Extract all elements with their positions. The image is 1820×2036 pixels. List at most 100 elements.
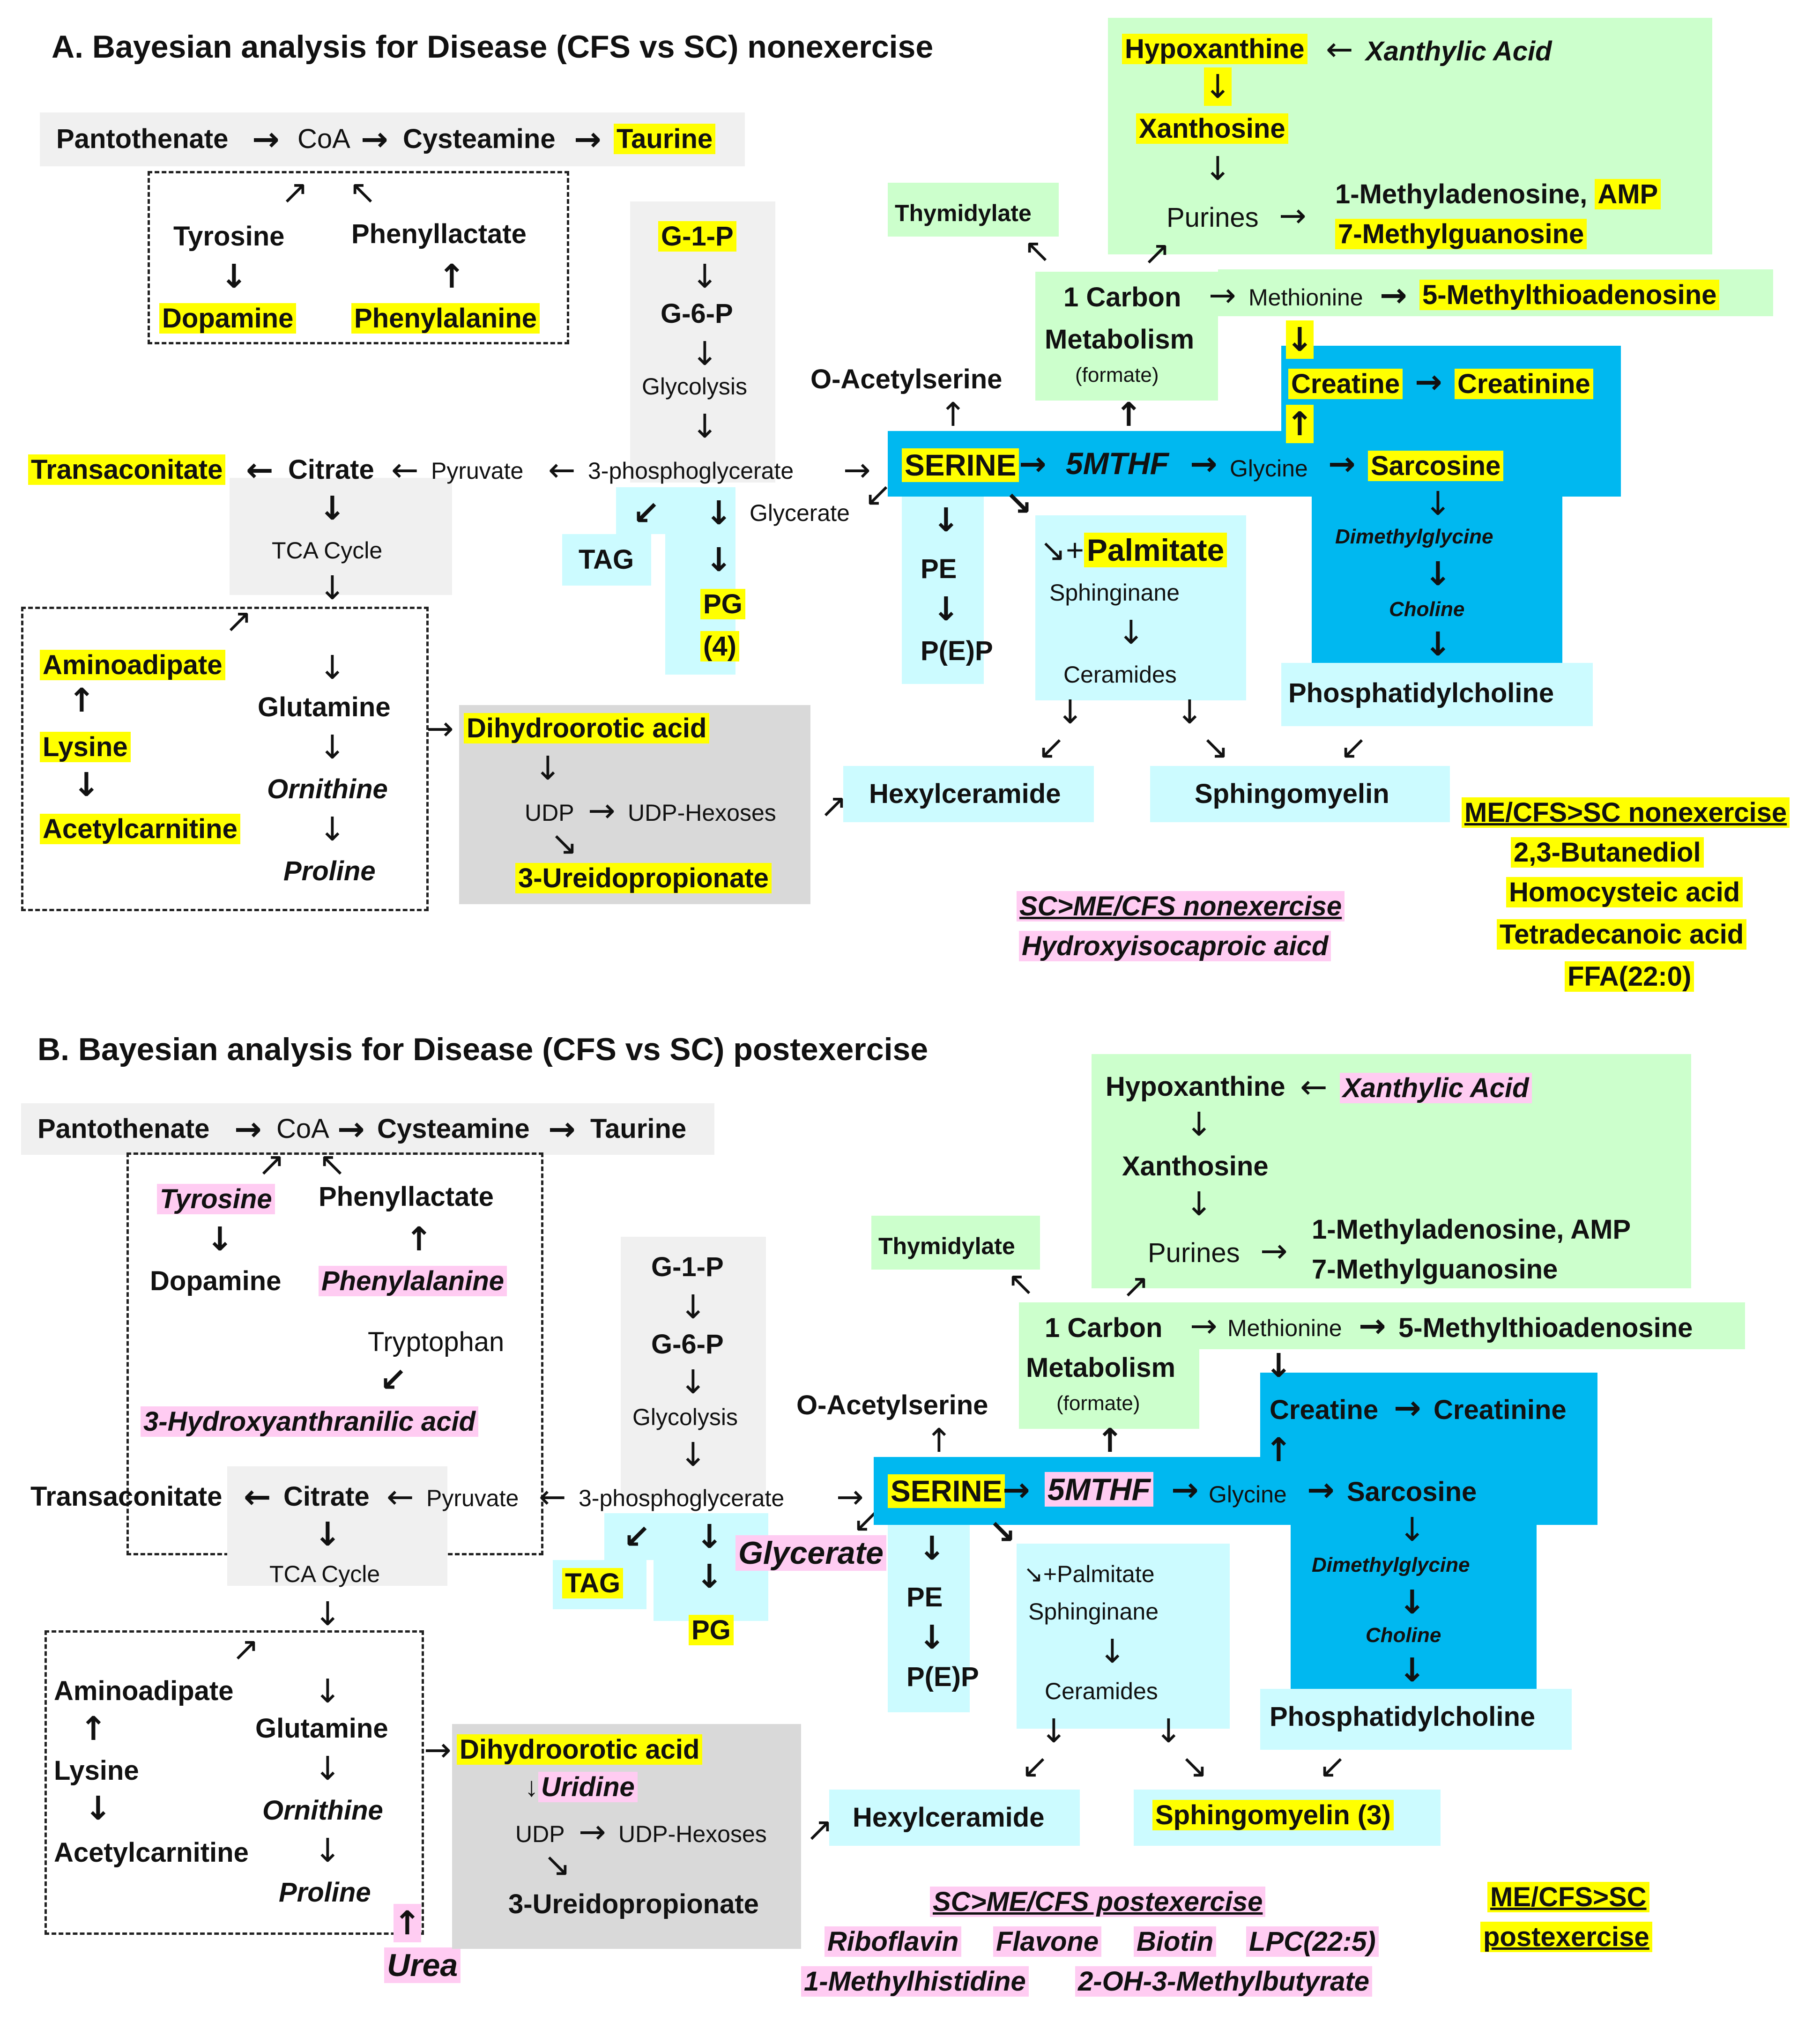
arrow-up-right-icon: ↗ — [232, 1630, 260, 1668]
arrow-down-icon: ↓ — [319, 810, 346, 848]
palmitate: ↘+Palmitate — [1024, 1561, 1155, 1587]
sphingomyelin: Sphingomyelin (3) — [1152, 1799, 1394, 1832]
phenylalanine: Phenylalanine — [319, 1265, 507, 1298]
arrow-right-icon: → — [1394, 1389, 1421, 1427]
hexylceramide: Hexylceramide — [869, 779, 1061, 809]
arrow-right-icon: → — [252, 120, 280, 158]
arrow-down-icon: ↓ — [705, 494, 733, 532]
formate: (formate) — [1056, 1392, 1140, 1415]
udp: UDP — [525, 800, 574, 826]
pantothenate: Pantothenate — [37, 1114, 210, 1144]
glycolysis-box — [621, 1237, 766, 1499]
transaconitate: Transaconitate — [30, 1481, 223, 1512]
citrate: Citrate — [283, 1481, 370, 1512]
arrow-right-icon: → — [836, 1478, 864, 1516]
arrow-right-icon: → — [424, 1731, 452, 1769]
arrow-down-icon: ↓ — [1185, 1185, 1213, 1223]
arrow-down-icon: ↓ — [1424, 555, 1452, 593]
thymidylate: Thymidylate — [895, 200, 1032, 226]
arrow-up-icon: ↑ — [68, 681, 96, 720]
one-carbon-box — [1019, 1302, 1199, 1429]
palmitate: ↘+Palmitate — [1040, 532, 1227, 569]
choline-box — [1291, 1525, 1537, 1689]
one-carbon-line2: Metabolism — [1045, 324, 1195, 355]
pe-box — [888, 1525, 970, 1712]
o-acetylserine: O-Acetylserine — [796, 1390, 988, 1420]
arrow-left-icon: ← — [244, 1478, 271, 1516]
arrow-up-icon: ↑ — [438, 257, 466, 296]
sphingolipid-box — [1017, 1544, 1230, 1729]
arrow-right-icon: → — [548, 1110, 576, 1148]
dopamine: Dopamine — [150, 1266, 282, 1296]
choline: Choline — [1366, 1624, 1441, 1647]
arrow-up-icon: ↑ — [1286, 405, 1314, 443]
pyruvate: Pyruvate — [426, 1485, 519, 1511]
arrow-down-icon: ↓ — [319, 569, 346, 607]
arrow-down-icon: ↓ — [1185, 1105, 1213, 1144]
one-carbon-line1: 1 Carbon — [1063, 282, 1181, 312]
arrow-up-icon: ↑ — [925, 1421, 953, 1460]
arrow-down-right-icon: ↘ — [543, 1845, 571, 1884]
ornithine: Ornithine — [262, 1795, 383, 1826]
arrow-down-right-icon: ↘ — [550, 824, 578, 862]
xanthylic-acid: Xanthylic Acid — [1366, 36, 1552, 67]
arrow-down-icon: ↓ — [932, 590, 960, 628]
3-hydroxyanthranilic-acid: 3-Hydroxyanthranilic acid — [141, 1405, 479, 1438]
arrow-up-icon: ↑ — [1096, 1421, 1124, 1460]
arrow-down-icon: ↓ — [1265, 1346, 1293, 1385]
aminoadipate: Aminoadipate — [40, 649, 225, 682]
down-legend-title: SC>ME/CFS postexercise — [930, 1886, 1266, 1918]
thymidylate-box — [888, 183, 1059, 237]
arrow-down-left-icon: ↙ — [1038, 728, 1065, 766]
g1p: G-1-P — [658, 220, 736, 253]
arrow-down-icon: ↓ — [1155, 1712, 1182, 1750]
arrow-down-left-icon: ↙ — [1021, 1747, 1049, 1785]
arrow-up-left-icon: ↖ — [319, 1145, 346, 1183]
phenyllactate: Phenyllactate — [351, 219, 527, 249]
creatinine: Creatinine — [1455, 368, 1593, 401]
transaconitate: Transaconitate — [28, 453, 226, 486]
arrow-right-icon: → — [1380, 276, 1407, 314]
phosphatidylcholine-box — [1260, 1689, 1572, 1750]
up-legend-item: FFA(22:0) — [1565, 960, 1694, 993]
down-legend-item: 1-Methylhistidine — [801, 1965, 1029, 1998]
3-ureidopropionate: 3-Ureidopropionate — [515, 862, 772, 895]
arrow-right-icon: → — [1328, 445, 1356, 483]
arrow-right-icon: → — [1415, 363, 1442, 401]
up-legend-title: ME/CFS>SC — [1487, 1881, 1649, 1914]
arrow-up-right-icon: ↗ — [1122, 1267, 1150, 1305]
xanthosine: Xanthosine — [1122, 1151, 1269, 1181]
pg: PG — [700, 588, 745, 621]
3-ureidopropionate: 3-Ureidopropionate — [508, 1889, 759, 1919]
down-legend-item: Biotin — [1134, 1925, 1217, 1958]
5mthf: 5MTHF — [1045, 1471, 1153, 1508]
arrow-down-icon: ↓ — [918, 1529, 946, 1568]
phosphatidylcholine: Phosphatidylcholine — [1288, 678, 1554, 708]
dihydroorotic-acid: Dihydroorotic acid — [464, 712, 710, 745]
arrow-down-left-icon: ↙ — [379, 1360, 407, 1399]
phosphatidylcholine-box — [1281, 663, 1593, 726]
o-acetylserine: O-Acetylserine — [810, 364, 1003, 394]
thymidylate-box — [871, 1216, 1040, 1270]
arrow-left-icon: ← — [548, 451, 576, 489]
arrow-down-icon: ↓ — [319, 648, 346, 687]
acetylcarnitine: Acetylcarnitine — [54, 1837, 249, 1868]
arrow-down-icon: ↓ — [1398, 1583, 1426, 1621]
down-legend-title: SC>ME/CFS nonexercise — [1017, 890, 1345, 923]
arrow-down-icon: ↓ — [1056, 693, 1084, 731]
up-legend-subtitle: postexercise — [1480, 1921, 1652, 1954]
tag: TAG — [579, 544, 634, 575]
tyrosine: Tyrosine — [157, 1183, 275, 1216]
glycolysis: Glycolysis — [642, 373, 748, 400]
methylguanosine: 7-Methylguanosine — [1312, 1254, 1558, 1285]
arrow-down-icon: ↓ — [1398, 1651, 1426, 1689]
arrow-right-icon: ↗ — [820, 787, 847, 825]
citrate: Citrate — [288, 454, 374, 485]
arrow-up-icon: ↑ — [405, 1220, 433, 1258]
arrow-down-icon: ↓ — [679, 1288, 707, 1326]
arrow-down-right-icon: ↘ — [988, 1513, 1016, 1551]
choline-box — [1312, 497, 1562, 663]
arrow-down-icon: ↓ — [679, 1363, 707, 1401]
pe: PE — [906, 1582, 943, 1612]
arrow-up-left-icon: ↖ — [1024, 231, 1051, 270]
